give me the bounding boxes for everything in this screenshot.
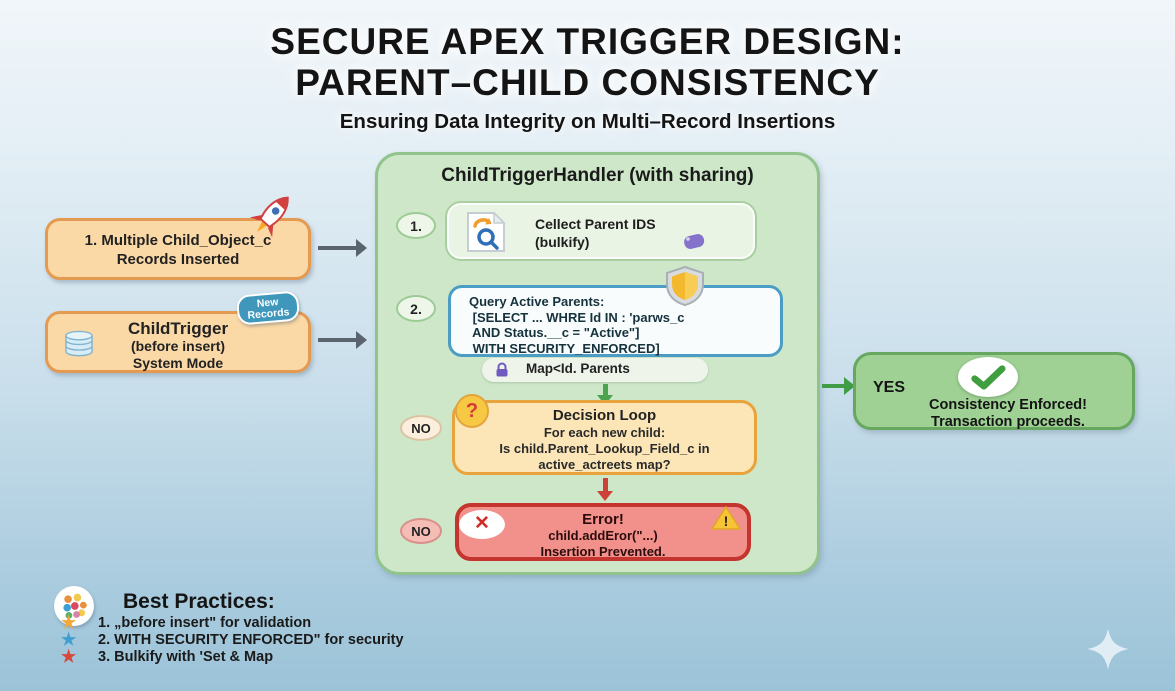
star-glyph-3: ★ (61, 647, 77, 666)
shield-icon (663, 265, 707, 307)
star-icon-security: ★ (61, 630, 76, 650)
yes-text-block: Consistency Enforced! Transaction procee… (888, 397, 1128, 431)
decision-no-text: NO (411, 421, 431, 436)
child-trigger-line-1: (before insert) (130, 338, 226, 354)
yes-line-1: Consistency Enforced! (929, 397, 1087, 413)
new-records-badge-label: New Records (247, 296, 290, 322)
best-practice-item-3: 3. Bulkify with 'Set & Map (98, 649, 274, 665)
decision-loop-box: Decision Loop For each new child: Is chi… (452, 400, 757, 475)
records-inserted-line-2: Records Inserted (116, 251, 240, 268)
arrow-records-to-handler (318, 239, 367, 257)
warning-icon: ! (710, 505, 742, 530)
best-practice-item-2: 2. WITH SECURITY ENFORCED" for security (98, 632, 404, 648)
palette-icon (54, 586, 94, 626)
decision-loop-title: Decision Loop (552, 407, 657, 424)
query-line-3: AND Status.__c = "Active"] (469, 325, 640, 340)
star-glyph-1: ★ (61, 613, 77, 632)
decision-loop-line-4: active_actreets map? (538, 457, 671, 472)
map-id-parents-pill: Map<Id. Parents (482, 358, 708, 382)
collect-parent-ids-line-2: (bulkify) (535, 234, 590, 250)
lock-icon (494, 362, 510, 378)
arrow-map-to-decision (597, 384, 613, 405)
star-icon-bulkify: ★ (61, 647, 76, 667)
query-line-4: WITH SECURITY_ENFORCED] (469, 340, 660, 356)
error-no-text: NO (411, 524, 431, 539)
title-line-2: PARENT–CHILD CONSISTENCY (295, 61, 880, 103)
error-no-label: NO (400, 518, 442, 544)
step1-number: 1. (396, 212, 436, 239)
yes-line-2: Transaction proceeds. (931, 414, 1085, 430)
error-title: Error! (582, 511, 624, 528)
arrow-handler-to-yes (822, 377, 855, 395)
check-icon (958, 357, 1018, 397)
map-id-parents-label: Map<Id. Parents (526, 361, 630, 376)
warning-glyph: ! (724, 513, 729, 529)
best-practices-heading: Best Practices: (123, 590, 275, 613)
x-icon: ✕ (459, 510, 505, 539)
collect-parent-ids-box: Cellect Parent IDS (bulkify) (447, 203, 755, 259)
yes-label: YES (873, 379, 906, 396)
query-line-2: [SELECT ... WHRE Id IN : 'parws_c (469, 309, 685, 325)
error-box: Error! child.addEror("...) Insertion Pre… (455, 503, 751, 561)
decision-loop-line-3: Is child.Parent_Lookup_Field_c in (499, 441, 710, 456)
question-icon: ? (455, 394, 489, 428)
arrow-decision-to-error (597, 478, 613, 501)
best-practice-item-1: 1. „before insert" for validation (98, 615, 312, 631)
decision-loop-line-2: For each new child: (543, 425, 666, 440)
step1-number-label: 1. (410, 218, 422, 234)
database-icon (62, 330, 96, 358)
step2-number-label: 2. (410, 301, 422, 317)
handler-title: ChildTriggerHandler (with sharing) (441, 165, 754, 186)
subtitle: Ensuring Data Integrity on Multi–Record … (339, 110, 836, 134)
records-inserted-box: 1. Multiple Child_Object_c Records Inser… (45, 218, 311, 280)
new-records-badge: New Records (235, 290, 301, 326)
star-icon-validation: ★ (61, 613, 76, 633)
yes-outcome-box: YES Consistency Enforced! Transaction pr… (853, 352, 1135, 430)
records-inserted-line-1: 1. Multiple Child_Object_c (84, 232, 272, 249)
step2-number: 2. (396, 295, 436, 322)
error-line-3: Insertion Prevented. (540, 544, 666, 559)
star-glyph-2: ★ (61, 630, 77, 649)
title-block: SECURE APEX TRIGGER DESIGN: PARENT–CHILD… (0, 21, 1175, 134)
title-line-1: SECURE APEX TRIGGER DESIGN: (270, 21, 905, 62)
collect-parent-ids-line-1: Cellect Parent IDS (535, 216, 656, 232)
decision-no-label: NO (400, 415, 442, 441)
child-trigger-title: ChildTrigger (127, 319, 229, 338)
rocket-icon (240, 188, 306, 240)
arrow-trigger-to-handler (318, 331, 367, 349)
error-line-2: child.addEror("...) (548, 528, 658, 543)
x-glyph: ✕ (474, 513, 490, 534)
query-line-1: Query Active Parents: (469, 294, 605, 309)
child-trigger-line-2: System Mode (132, 355, 224, 371)
search-document-icon (465, 210, 507, 254)
collect-parent-ids-text: Cellect Parent IDS (bulkify) (535, 215, 656, 251)
query-active-parents-box: Query Active Parents: [SELECT ... WHRE I… (448, 285, 783, 357)
question-glyph: ? (465, 400, 479, 422)
sparkle-icon (1080, 628, 1136, 670)
tag-icon (681, 231, 707, 251)
